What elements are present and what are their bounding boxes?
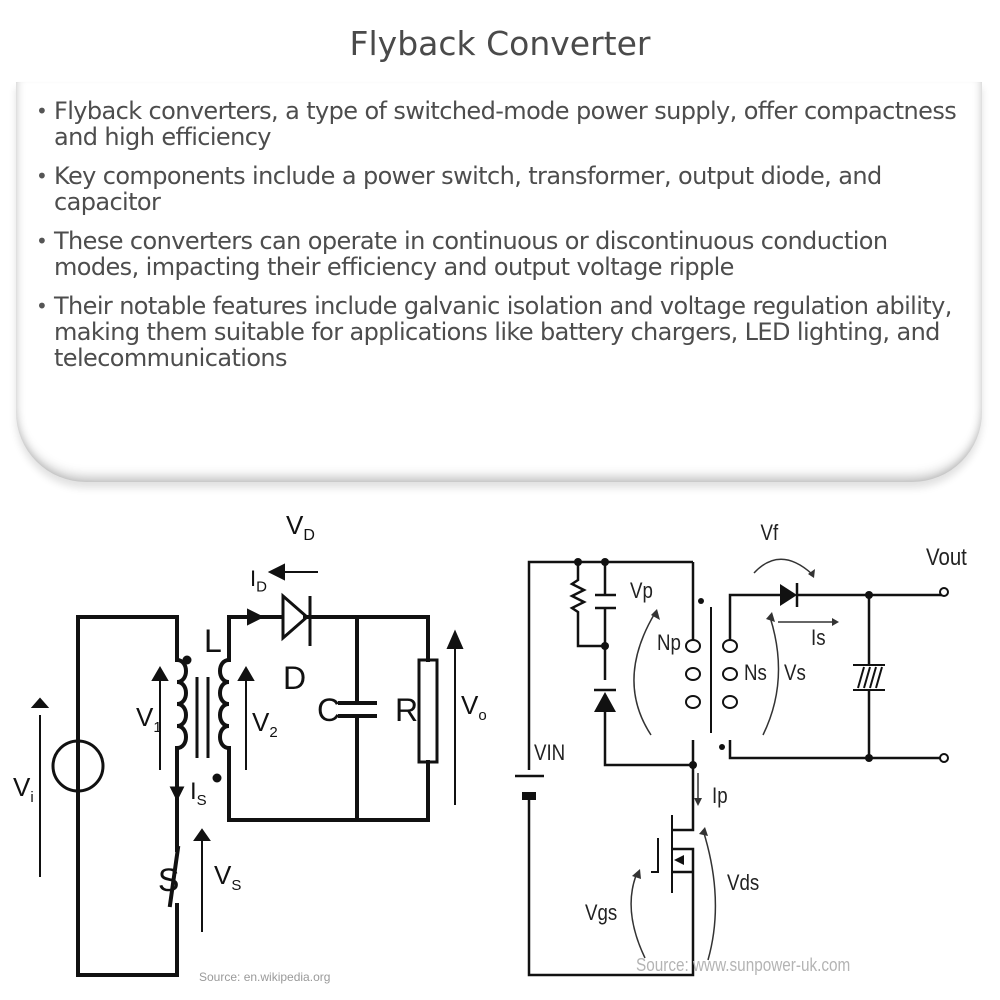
source-credit-left: Source: en.wikipedia.org <box>199 970 331 984</box>
arrow-vgs <box>630 872 646 959</box>
output-capacitor <box>853 664 885 691</box>
label-vs: Vs <box>784 660 806 685</box>
label-v2: V2 <box>252 707 278 742</box>
label-s: S <box>158 862 180 898</box>
voltage-source <box>51 739 105 793</box>
label-r: R <box>395 692 419 728</box>
label-v1: V1 <box>136 702 162 737</box>
wire-output-top <box>303 615 430 662</box>
label-vs: VS <box>214 860 242 895</box>
output-terminal-top <box>939 587 949 597</box>
wire-primary-left-bottom <box>76 615 179 977</box>
bullet-item: Their notable features include galvanic … <box>34 293 964 371</box>
clamp-diode <box>594 692 616 712</box>
label-c: C <box>317 692 341 728</box>
label-vf: Vf <box>760 520 779 545</box>
wire-primary-top <box>76 615 179 642</box>
voltage-arrow-vs <box>193 828 211 841</box>
current-arrow-is <box>169 786 185 802</box>
label-vin: VIN <box>534 740 566 765</box>
bullet-item: Flyback converters, a type of switched-m… <box>34 98 964 150</box>
polarity-dot-secondary <box>212 773 222 783</box>
label-d: D <box>283 660 307 696</box>
voltage-arrow-vo <box>446 629 464 649</box>
arrow-vf <box>753 558 813 575</box>
label-vds: Vds <box>727 870 760 895</box>
wire-vin-bottom <box>527 797 695 977</box>
switch-blade <box>167 845 181 908</box>
label-is: Is <box>811 625 826 650</box>
voltage-arrow-v2 <box>237 666 255 681</box>
primary-winding <box>174 657 188 751</box>
label-vd: VD <box>286 510 315 545</box>
label-vout: Vout <box>926 544 967 571</box>
output-terminal-bottom <box>939 753 949 763</box>
wire-vin-top <box>527 560 693 770</box>
snubber-resistor <box>569 562 605 648</box>
capacitor-plates <box>338 701 377 718</box>
flyback-schematic-left <box>30 563 464 977</box>
voltage-arrow-vd <box>267 563 285 581</box>
polarity-dot-primary <box>182 655 192 665</box>
snubber-capacitor <box>595 593 616 610</box>
output-diode <box>780 584 797 606</box>
label-id: ID <box>250 566 267 596</box>
label-ns: Ns <box>744 660 767 685</box>
arrow-vp <box>633 612 656 736</box>
label-is: IS <box>190 778 207 809</box>
mosfet-arrow <box>674 855 684 865</box>
wire-secondary-bottom <box>728 740 945 760</box>
current-arrow-id <box>247 608 265 626</box>
polarity-dot-primary <box>698 598 704 604</box>
battery-plate-short <box>522 792 536 800</box>
arrow-vs <box>762 616 780 736</box>
arrow-vds <box>702 829 717 961</box>
label-l: L <box>204 623 222 659</box>
diode-d <box>280 592 312 646</box>
polarity-dot-secondary <box>719 744 725 750</box>
bullet-item: These converters can operate in continuo… <box>34 228 964 280</box>
voltage-arrow-vi <box>30 697 50 708</box>
label-vo: Vo <box>461 690 487 725</box>
wire-secondary-top <box>728 593 945 640</box>
page-title: Flyback Converter <box>349 24 651 63</box>
source-credit-right: Source: www.sunpower-uk.com <box>636 955 851 975</box>
voltage-arrow-v1 <box>151 666 169 681</box>
label-vi: Vi <box>13 772 34 807</box>
bullet-item: Key components include a power switch, t… <box>34 163 964 215</box>
label-vp: Vp <box>630 578 653 603</box>
label-vgs: Vgs <box>585 900 618 925</box>
secondary-winding <box>218 657 232 751</box>
bullet-list: Flyback converters, a type of switched-m… <box>34 98 964 384</box>
label-ip: Ip <box>712 783 728 808</box>
label-np: Np <box>657 630 681 655</box>
